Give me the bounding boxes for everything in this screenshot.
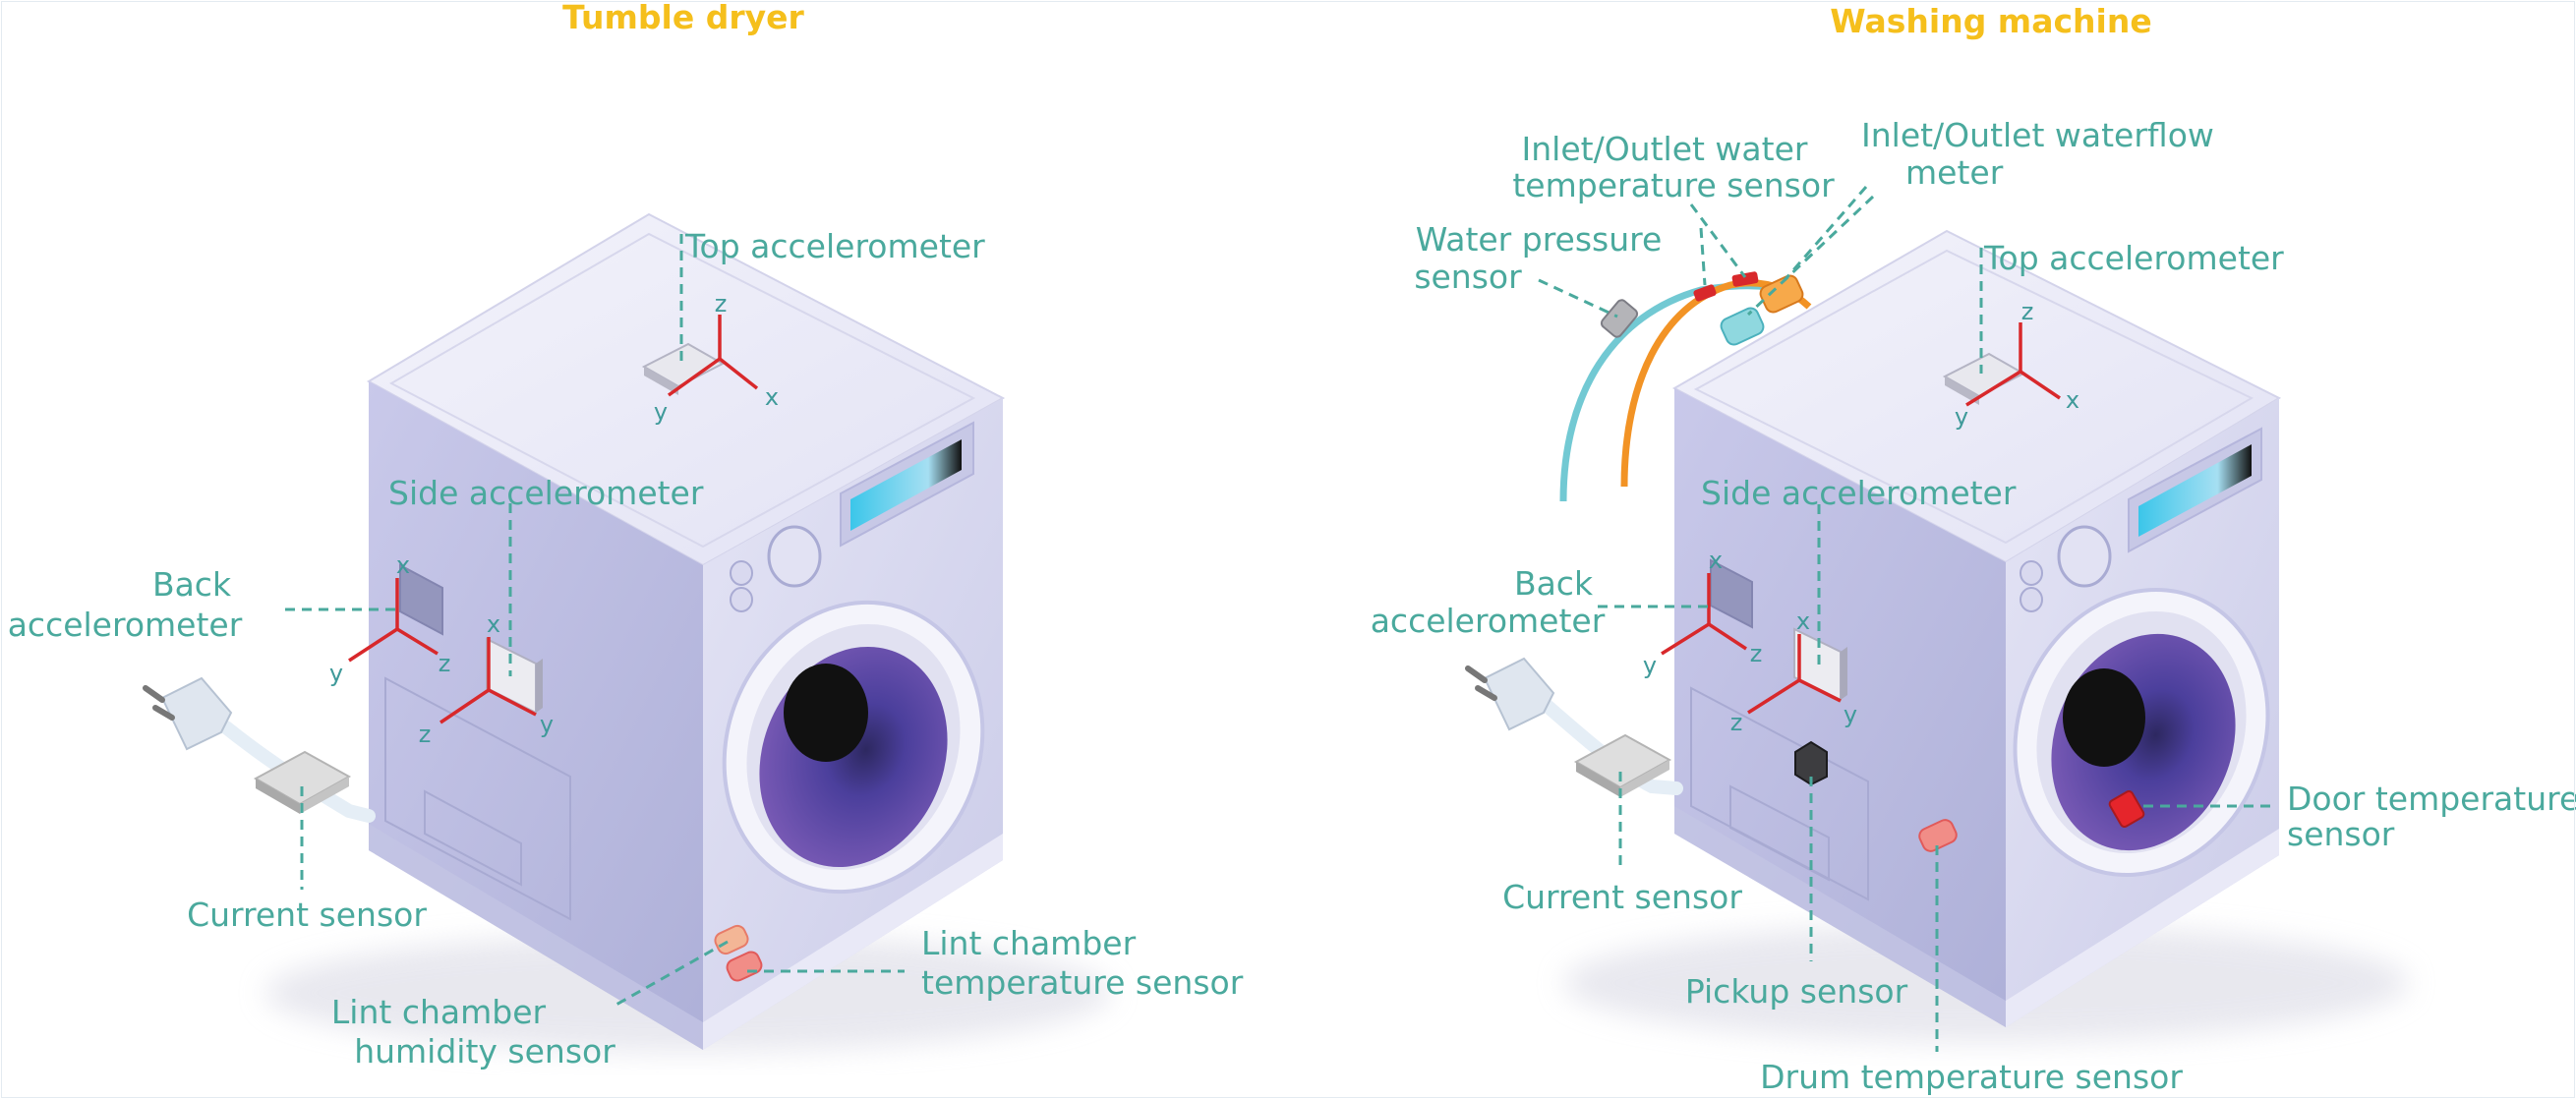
water-pressure-sensor	[1600, 299, 1639, 338]
tumble-dryer-group: Tumble dryer	[8, 0, 1244, 1070]
water-temperature-sensor-2	[1731, 271, 1759, 287]
washer-door-temperature-label-2: sensor	[2287, 815, 2395, 853]
washer-pressure-label-2: sensor	[1414, 258, 1522, 296]
dryer-current-sensor-label: Current sensor	[187, 896, 427, 934]
axis-label-x: x	[487, 610, 500, 638]
washer-current-sensor	[1573, 733, 1672, 797]
washer-inlet-temperature-label-1: Inlet/Outlet water	[1522, 130, 1808, 168]
axis-label-z: z	[715, 290, 728, 318]
axis-label-z: z	[2021, 298, 2034, 325]
dryer-lint-sensors	[714, 924, 763, 982]
washer-back-accelerometer-label-2: accelerometer	[1371, 602, 1606, 640]
washer-door	[2013, 588, 2270, 877]
dryer-back-accelerometer: x z y	[329, 551, 450, 687]
axis-label-x: x	[2066, 386, 2079, 414]
washer-pressure-label-1: Water pressure	[1416, 220, 1663, 259]
dryer-back-accelerometer-label-1: Back	[152, 565, 232, 604]
washer-waterflow-label-1: Inlet/Outlet waterflow	[1861, 116, 2214, 154]
dryer-door	[722, 600, 985, 895]
washer-current-sensor-label: Current sensor	[1502, 878, 1742, 916]
axis-label-z: z	[419, 721, 432, 748]
axis-label-x: x	[396, 551, 410, 579]
dryer-power-plug-icon	[143, 676, 376, 823]
washer-top-accelerometer-label: Top accelerometer	[1983, 239, 2284, 277]
washer-drum-temperature-label: Drum temperature sensor	[1760, 1058, 2183, 1096]
washer-pickup-sensor	[1794, 740, 1828, 786]
washer-back-accelerometer-label-1: Back	[1514, 564, 1594, 603]
washer-door-temperature-label-1: Door temperature	[2287, 780, 2576, 818]
axis-label-y: y	[1844, 701, 1857, 728]
dryer-top-accelerometer: z x y	[641, 290, 779, 426]
dryer-dial-icon	[767, 525, 822, 588]
washer-inlet-temperature-label-2: temperature sensor	[1512, 166, 1835, 204]
waterflow-meter-orange	[1759, 274, 1804, 314]
washer-dial-icon	[2057, 525, 2112, 588]
axis-label-z: z	[1730, 709, 1743, 736]
dryer-lint-humidity-label-2: humidity sensor	[354, 1032, 615, 1070]
dryer-top-accelerometer-label: Top accelerometer	[684, 227, 985, 265]
axis-label-x: x	[765, 383, 779, 411]
dryer-lint-temperature-label-1: Lint chamber	[921, 924, 1137, 962]
washer-pickup-sensor-label: Pickup sensor	[1685, 972, 1908, 1011]
washing-machine-group: Washing machine	[1371, 2, 2576, 1096]
axis-label-z: z	[1750, 640, 1763, 667]
washer-side-accelerometer-label: Side accelerometer	[1701, 474, 2017, 512]
dryer-lint-temperature-label-2: temperature sensor	[921, 963, 1244, 1002]
dryer-side-accelerometer-label: Side accelerometer	[388, 474, 704, 512]
dryer-control-panel	[730, 421, 974, 612]
water-temperature-sensor-1	[1693, 284, 1717, 302]
dryer-back-accelerometer-label-2: accelerometer	[8, 606, 243, 644]
door-temperature-sensor	[2108, 789, 2145, 829]
waterflow-meter-blue	[1720, 307, 1765, 346]
axis-label-y: y	[654, 398, 668, 426]
axis-label-y: y	[1955, 403, 1968, 431]
drum-temperature-sensor	[1918, 819, 1958, 852]
axis-label-x: x	[1709, 547, 1723, 574]
washer-top-accelerometer: z x y	[1942, 298, 2079, 431]
washing-machine-title: Washing machine	[1830, 2, 2151, 40]
washer-hoses	[1559, 271, 1812, 502]
washer-back-accelerometer: x z y	[1643, 547, 1762, 679]
dryer-lint-humidity-label-1: Lint chamber	[331, 993, 547, 1031]
axis-label-y: y	[329, 660, 343, 687]
washer-waterflow-label-2: meter	[1905, 153, 2004, 192]
axis-label-z: z	[439, 650, 451, 677]
tumble-dryer-title: Tumble dryer	[562, 0, 804, 36]
washer-control-panel	[2020, 427, 2262, 612]
axis-label-y: y	[1643, 652, 1657, 679]
axis-label-x: x	[1796, 607, 1810, 635]
axis-label-y: y	[540, 711, 554, 738]
dryer-current-sensor	[253, 750, 352, 814]
